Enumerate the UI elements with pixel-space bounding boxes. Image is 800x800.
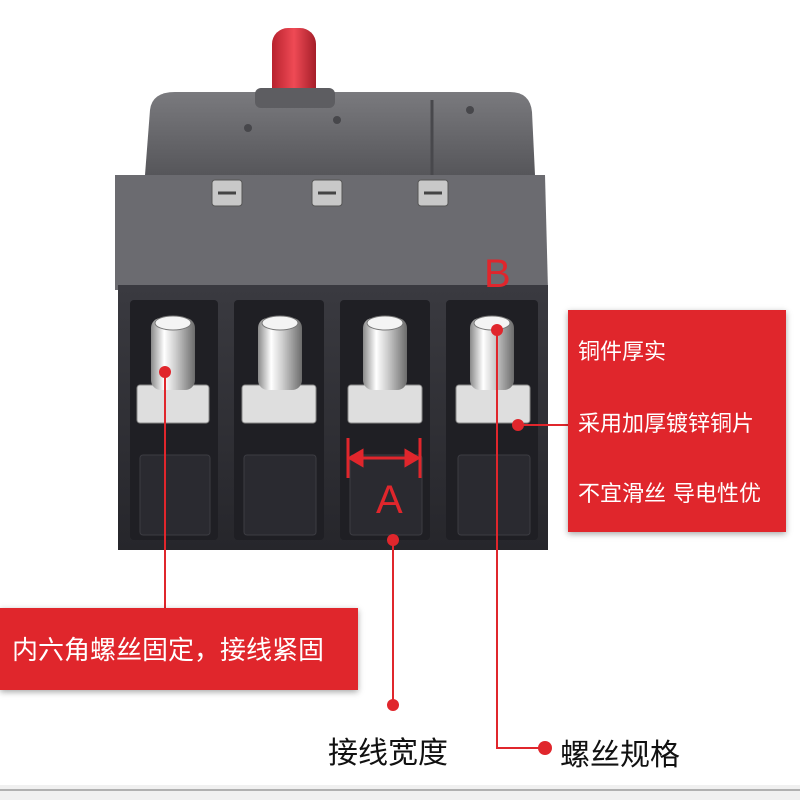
copper-line-2: 采用加厚镀锌铜片 [578,412,755,437]
marker-b: B [484,252,511,296]
copper-line-1: 铜件厚实 [578,340,667,365]
leader-dots [159,324,552,755]
marker-a: A [376,478,403,522]
leader-lines [164,330,570,749]
wiring-width-label: 接线宽度 [328,736,448,771]
terminal-clamps [136,315,531,424]
hex-screw-callout: 内六角螺丝固定，接线紧固 [0,608,358,690]
screw-spec-label: 螺丝规格 [560,738,680,773]
top-screws [211,179,449,207]
lower-plates [139,454,531,536]
breaker-top-housing [145,92,535,175]
bottom-strip [0,785,800,800]
width-arrow [346,438,422,478]
copper-line-3: 不宜滑丝 导电性优 [578,482,761,507]
hex-screw-text: 内六角螺丝固定，接线紧固 [12,636,325,666]
copper-callout: 铜件厚实 采用加厚镀锌铜片 不宜滑丝 导电性优 [568,310,786,532]
